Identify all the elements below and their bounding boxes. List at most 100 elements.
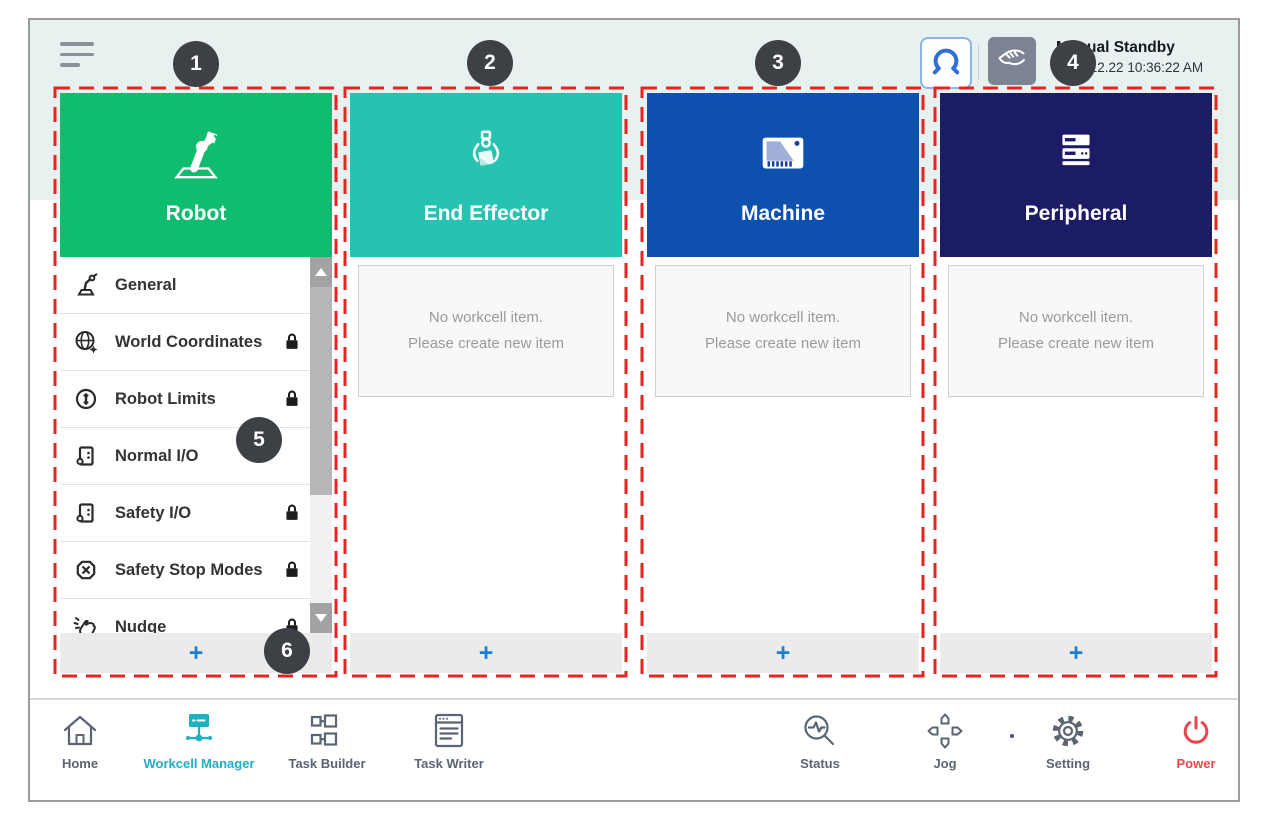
server-icon: [1047, 125, 1105, 188]
workcell-column-end-effector: End Effector No workcell item. Please cr…: [350, 93, 622, 673]
manual-mode-button[interactable]: [988, 37, 1036, 85]
power-icon: [1174, 710, 1218, 752]
plus-icon: +: [775, 639, 791, 667]
nav-label: Task Writer: [414, 756, 484, 771]
scrollbar: [310, 257, 332, 633]
hamburger-icon: [60, 42, 94, 46]
peripheral-item-list: No workcell item. Please create new item: [940, 257, 1212, 633]
menu-button[interactable]: [60, 42, 96, 70]
empty-line: Please create new item: [998, 335, 1154, 352]
scroll-down-button[interactable]: [310, 603, 332, 633]
robot-category-header[interactable]: Robot: [60, 93, 332, 257]
plus-icon: +: [1068, 639, 1084, 667]
gripper-icon: [457, 125, 515, 188]
annotation-circle-2: 2: [467, 40, 513, 86]
annotation-circle-4: 4: [1050, 40, 1096, 86]
chevron-down-icon: [315, 614, 327, 622]
nav-power[interactable]: Power: [1131, 710, 1238, 771]
robot-mode-button[interactable]: [920, 37, 972, 89]
nav-label: Setting: [1045, 756, 1091, 771]
peripheral-category-header[interactable]: Peripheral: [940, 93, 1212, 257]
workcell-column-robot: Robot General: [60, 93, 332, 673]
annotation-circle-5: 5: [236, 417, 282, 463]
nav-workcell-manager[interactable]: Workcell Manager: [134, 710, 264, 771]
io-icon: [72, 442, 102, 470]
topbar-divider: [978, 44, 979, 80]
list-item-label: General: [115, 275, 177, 294]
io-icon: [72, 499, 102, 527]
add-end-effector-item-button[interactable]: +: [350, 633, 622, 673]
column-title: Machine: [740, 201, 826, 225]
app-window: Manual Standby 2022.12.22 10:36:22 AM: [28, 18, 1240, 802]
nav-home[interactable]: Home: [30, 710, 145, 771]
empty-state: No workcell item. Please create new item: [358, 265, 614, 397]
empty-line: No workcell item.: [428, 308, 544, 326]
nav-task-writer[interactable]: Task Writer: [384, 710, 514, 771]
empty-state: No workcell item. Please create new item: [948, 265, 1204, 397]
column-title: Peripheral: [1024, 201, 1128, 225]
home-icon: [58, 710, 102, 752]
nav-jog[interactable]: Jog: [880, 710, 1010, 771]
list-item-label: Nudge: [115, 617, 167, 634]
safety-stop-icon: [72, 556, 102, 584]
workcell-manager-icon: [177, 710, 221, 752]
empty-state: No workcell item. Please create new item: [655, 265, 911, 397]
nav-dot-separator: [1010, 734, 1014, 738]
lock-icon: [280, 387, 304, 411]
bottom-navigation: Home Workcell Manager: [30, 698, 1238, 798]
end-effector-item-list: No workcell item. Please create new item: [350, 257, 622, 633]
list-item-world-coordinates[interactable]: World Coordinates: [60, 314, 310, 371]
lock-icon: [280, 558, 304, 582]
nav-label: Jog: [933, 756, 957, 771]
nav-task-builder[interactable]: Task Builder: [262, 710, 392, 771]
column-title: Robot: [165, 201, 227, 225]
task-writer-icon: [427, 710, 471, 752]
nav-setting[interactable]: Setting: [1003, 710, 1133, 771]
list-item-label: Robot Limits: [115, 389, 216, 408]
machine-category-header[interactable]: Machine: [647, 93, 919, 257]
lock-icon: [280, 330, 304, 354]
scroll-up-button[interactable]: [310, 257, 332, 287]
add-machine-item-button[interactable]: +: [647, 633, 919, 673]
plus-icon: +: [188, 639, 204, 667]
nav-status[interactable]: Status: [755, 710, 885, 771]
nav-label: Task Builder: [288, 756, 366, 771]
robot-item-list: General World Coordinates: [60, 257, 332, 633]
scrollbar-thumb[interactable]: [310, 287, 332, 495]
machine-item-list: No workcell item. Please create new item: [647, 257, 919, 633]
world-coordinates-icon: [72, 328, 102, 356]
column-title: End Effector: [423, 201, 549, 225]
add-peripheral-item-button[interactable]: +: [940, 633, 1212, 673]
list-item-safety-stop-modes[interactable]: Safety Stop Modes: [60, 542, 310, 599]
jog-icon: [923, 710, 967, 752]
machine-icon: [754, 125, 812, 188]
status-icon: [798, 710, 842, 752]
annotation-circle-6: 6: [264, 628, 310, 674]
nav-label: Workcell Manager: [143, 756, 255, 771]
empty-line: No workcell item.: [725, 308, 841, 326]
list-item-general[interactable]: General: [60, 257, 310, 314]
annotation-circle-3: 3: [755, 40, 801, 86]
end-effector-category-header[interactable]: End Effector: [350, 93, 622, 257]
plus-icon: +: [478, 639, 494, 667]
workcell-column-peripheral: Peripheral No workcell item. Please crea…: [940, 93, 1212, 673]
task-builder-icon: [305, 710, 349, 752]
list-item-label: World Coordinates: [115, 332, 263, 351]
empty-line: Please create new item: [408, 335, 564, 352]
hamburger-icon: [60, 63, 80, 67]
lock-icon: [280, 501, 304, 525]
list-item-safety-io[interactable]: Safety I/O: [60, 485, 310, 542]
robot-limits-icon: [72, 385, 102, 413]
list-item-robot-limits[interactable]: Robot Limits: [60, 371, 310, 428]
empty-line: No workcell item.: [1018, 308, 1134, 326]
annotation-circle-1: 1: [173, 41, 219, 87]
robot-arm-icon: [167, 125, 225, 188]
hand-icon: [992, 41, 1032, 82]
list-item-label: Safety I/O: [115, 503, 192, 522]
robot-general-icon: [72, 271, 102, 299]
nudge-icon: [72, 613, 102, 633]
list-item-nudge[interactable]: Nudge: [60, 599, 310, 633]
nav-label: Power: [1176, 756, 1216, 771]
chevron-up-icon: [315, 268, 327, 276]
